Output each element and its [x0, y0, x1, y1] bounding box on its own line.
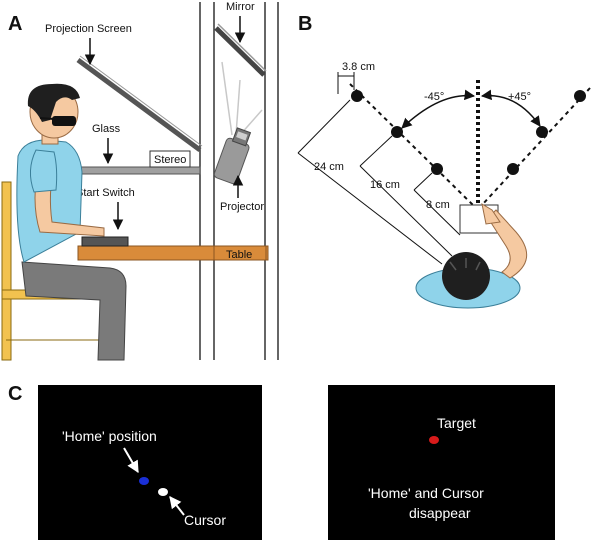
target-mid-left [391, 126, 403, 138]
cursor-arrow [169, 496, 185, 516]
projector [213, 127, 252, 185]
start-switch-label: Start Switch [76, 187, 135, 199]
stereo-box [149, 150, 191, 168]
target-near-right [507, 163, 519, 175]
target-mid-right [536, 126, 548, 138]
target-near-left [431, 163, 443, 175]
dist-mid-label: 16 cm [370, 179, 400, 191]
projection-screen [76, 57, 202, 153]
left-angle-arc [401, 89, 476, 129]
target-size-label: 3.8 cm [342, 61, 375, 73]
target-far-right [574, 90, 586, 102]
panel-c-screens: C 'Home' position Cursor Target 'Home' a… [8, 383, 555, 540]
dist-near-label: 8 cm [426, 199, 450, 211]
panel-b-targets: B -45° +45° 3.8 cm [297, 13, 591, 309]
target-label: Target [437, 415, 476, 431]
mirror-edge [217, 23, 267, 72]
projection-screen-label: Projection Screen [45, 23, 132, 35]
home-dot [139, 477, 149, 485]
disappear-line1: 'Home' and Cursor [368, 485, 484, 501]
panel-a-label: A [8, 13, 22, 35]
panel-c-label: C [8, 383, 22, 405]
target-markers [351, 90, 586, 175]
distance-brackets [297, 99, 461, 265]
target-far-left [351, 90, 363, 102]
table-extension [213, 245, 267, 261]
right-target-axis [481, 87, 591, 206]
projection-screen-edge [79, 55, 203, 147]
dist-far-label: 24 cm [314, 161, 344, 173]
projector-beams [221, 61, 263, 136]
angle-left-label: -45° [424, 91, 444, 103]
angle-right-label: +45° [508, 91, 531, 103]
target-dot [429, 436, 439, 444]
glass [67, 166, 201, 175]
cursor-label: Cursor [184, 512, 226, 528]
stereo-label: Stereo [154, 154, 186, 166]
mirror-label: Mirror [226, 1, 255, 13]
right-angle-arc [480, 89, 541, 127]
disappear-line2: disappear [409, 505, 471, 521]
start-switch [81, 236, 129, 247]
projector-label: Projector [220, 201, 264, 213]
home-arrow [123, 447, 139, 474]
glass-label: Glass [92, 123, 121, 135]
panel-a-setup: A Mirror Projector Projection Screen [1, 1, 279, 361]
person [16, 83, 127, 361]
panel-b-label: B [298, 13, 312, 35]
home-position-label: 'Home' position [62, 428, 157, 444]
screen-home [38, 385, 262, 540]
screen-target [328, 385, 555, 540]
table-label: Table [226, 249, 252, 261]
left-target-axis [349, 83, 477, 209]
cursor-dot [158, 488, 168, 496]
mirror [214, 26, 266, 77]
top-view-person [415, 202, 527, 309]
